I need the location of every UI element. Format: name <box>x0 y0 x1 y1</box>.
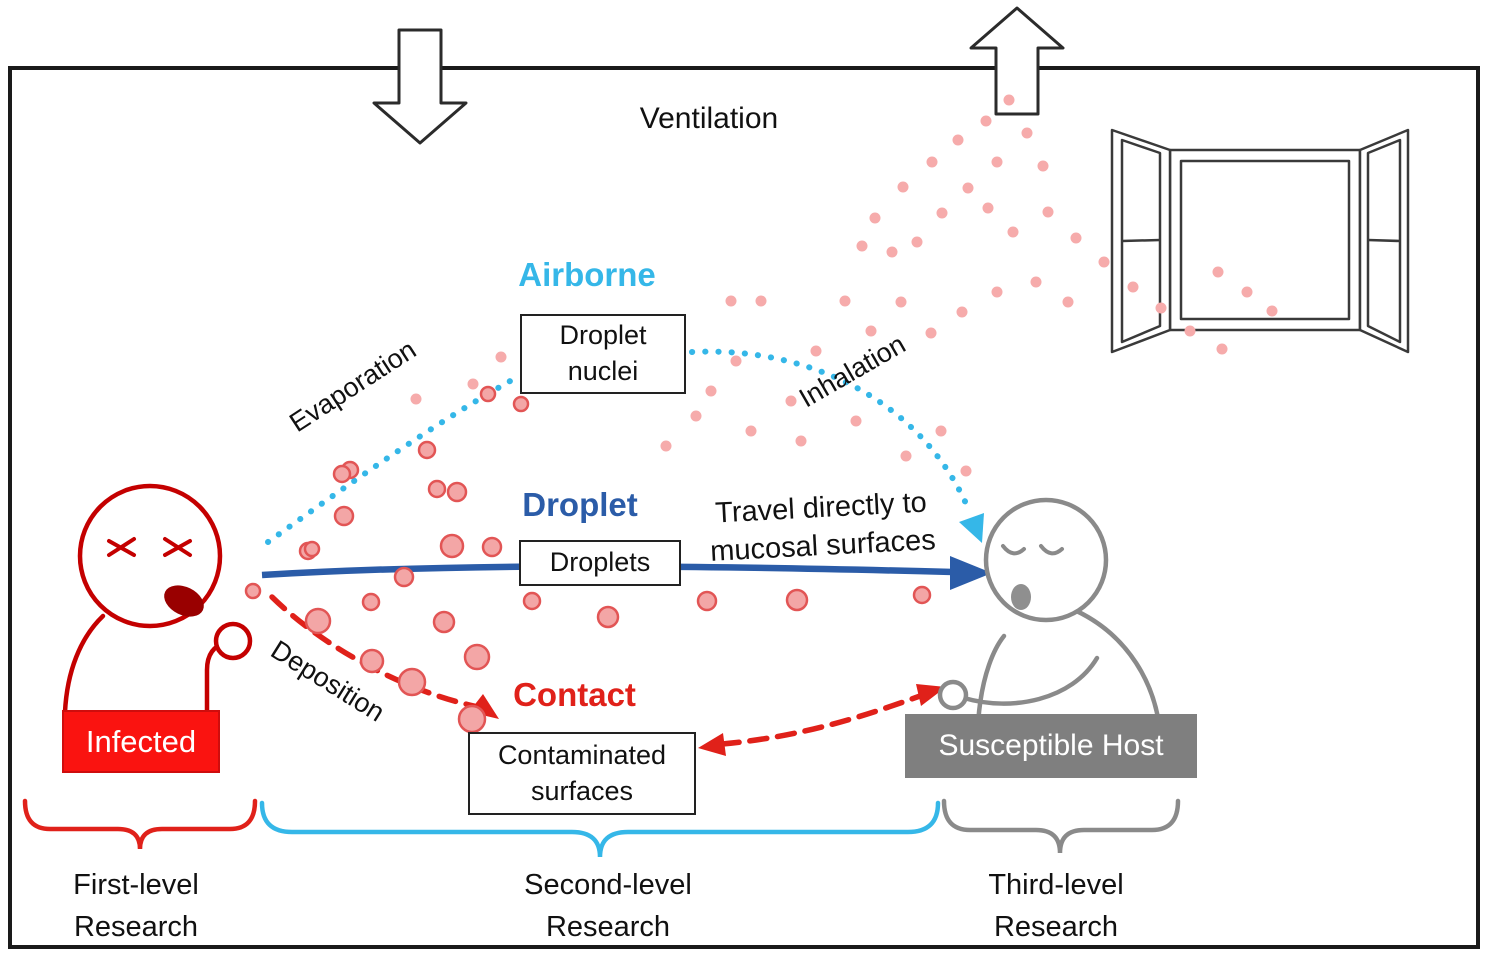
ventilation-in-arrow <box>372 28 468 145</box>
droplets-label: Droplets <box>549 547 651 578</box>
aerosol-particles <box>410 94 1278 477</box>
second-level-line1: Second-level <box>524 869 692 901</box>
droplet-route-title: Droplet <box>522 486 638 523</box>
infected-left-eye <box>107 537 136 557</box>
contact-arrowhead-left <box>698 733 726 756</box>
first-level-research-label: First-level Research <box>36 864 236 948</box>
droplet-nuclei-line2: nuclei <box>567 356 639 386</box>
contaminated-line2: surfaces <box>530 775 634 806</box>
infected-mouth <box>164 585 204 617</box>
contact-route-title: Contact <box>513 676 636 713</box>
contaminated-surfaces-node: Contaminated surfaces <box>468 732 696 815</box>
droplet-particles <box>244 385 932 734</box>
droplets-node: Droplets <box>519 540 681 586</box>
third-level-line2: Research <box>993 911 1119 944</box>
brace-second-level <box>259 800 941 858</box>
ventilation-out-arrow <box>969 6 1065 116</box>
susceptible-host-badge: Susceptible Host <box>905 714 1197 778</box>
second-level-line2: Research <box>545 911 671 944</box>
infected-fist <box>213 621 253 661</box>
droplet-arrowhead <box>950 556 992 590</box>
inhalation-arrow <box>689 348 971 511</box>
contaminated-line1: Contaminated <box>497 739 667 770</box>
susceptible-arm <box>961 655 1100 706</box>
evaporation-arrow <box>265 377 515 545</box>
ventilation-label: Ventilation <box>639 102 779 135</box>
susceptible-eyes <box>1001 544 1064 556</box>
droplet-nuclei-node: Droplet nuclei <box>520 314 686 394</box>
droplet-nuclei-line1: Droplet <box>559 320 647 351</box>
infected-figure <box>62 483 253 743</box>
first-level-line2: Research <box>73 911 199 944</box>
contact-arrowhead-right <box>916 684 946 706</box>
window <box>1110 128 1410 354</box>
room-border <box>8 66 1480 949</box>
infected-badge: Infected <box>62 710 220 773</box>
second-level-research-label: Second-level Research <box>508 864 708 948</box>
infected-right-eye <box>163 537 192 557</box>
third-level-research-label: Third-level Research <box>956 864 1156 948</box>
travel-directly-label: Travel directly to mucosal surfaces <box>694 483 950 571</box>
airborne-route-title: Airborne <box>518 256 656 293</box>
first-level-line1: First-level <box>73 869 199 901</box>
brace-first-level <box>22 798 258 850</box>
contact-exchange-arrow <box>719 693 923 747</box>
susceptible-head <box>983 497 1109 623</box>
susceptible-mouth <box>1011 584 1031 610</box>
third-level-line1: Third-level <box>988 869 1124 901</box>
inhalation-arrowhead <box>959 513 984 543</box>
brace-third-level <box>941 798 1181 854</box>
susceptible-hand <box>937 679 969 711</box>
